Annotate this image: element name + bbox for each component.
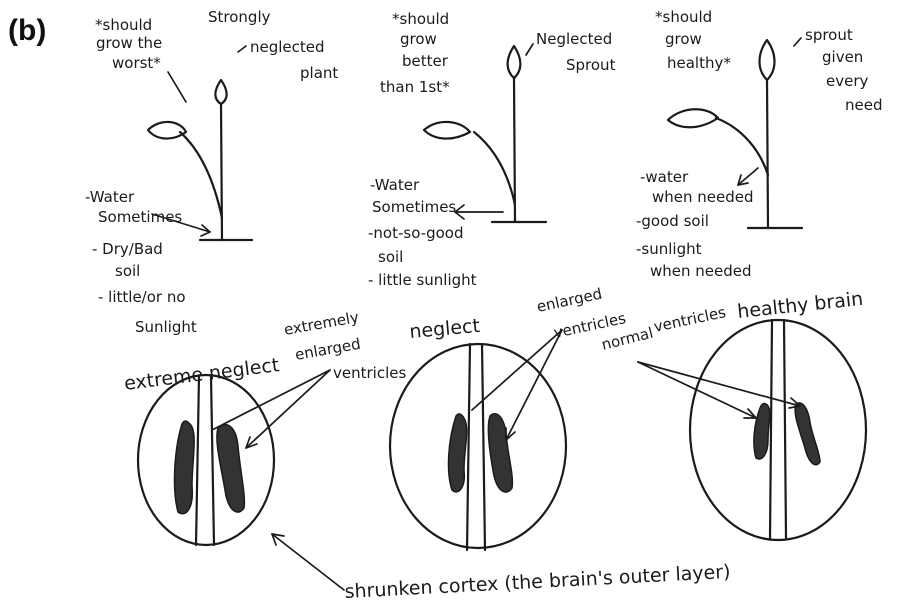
brain-1-annotation-line-2: enlarged [294,335,362,364]
brain-2-title: neglect [409,315,481,343]
plant-1-label-line-1: Strongly [208,8,271,26]
plant-3-note-line-1: *should [655,8,712,26]
brain-3-group: healthy brain normal ventricles [600,288,866,540]
plant-1-care-line-2: Sometimes [98,208,182,226]
plant-3-care-line-4: -sunlight [636,240,702,258]
plant-2-label-line-2: Sprout [566,56,616,74]
plant-1-note-line-2: grow the [96,34,162,52]
plant-2-care-line-3: -not-so-good [368,224,463,242]
plant-3-stem [767,80,768,228]
plant-3-group: *should grow healthy* sprout given every… [636,8,883,280]
brain-1-outline [138,375,274,545]
brain-1-arrow-right [246,370,330,448]
plant-3-note-line-3: healthy* [667,54,731,72]
brain-1-annotation-line-1: extremely [283,308,361,339]
brain-3-fissure [770,320,786,538]
plant-1-care-line-6: Sunlight [135,318,197,336]
plant-3-bud [760,40,775,80]
brain-1-right-ventricle [217,425,244,512]
brain-3-title: healthy brain [736,288,864,323]
plant-3-label-dash [794,38,801,46]
plant-1-care-line-1: -Water [85,188,135,206]
plant-3-leaf [668,109,718,127]
plant-3-label-line-4: need [845,96,883,114]
plant-2-note-line-2: grow [400,30,437,48]
brain-1-left-ventricle [175,421,195,514]
plant-3-label-line-2: given [822,48,863,66]
brain-2-right-ventricle [488,414,512,492]
brain-1-annotation-line-3: ventricles [333,364,406,382]
plant-1-note-slash [168,72,186,102]
plant-3-care-line-5: when needed [650,262,752,280]
brain-2-group: neglect enlarged ventricles [390,285,628,550]
plant-2-label-dash [526,44,533,55]
cortex-annotation-text: shrunken cortex (the brain's outer layer… [344,561,731,603]
plant-2-note-line-3: better [402,52,449,70]
brain-1-fissure [196,376,214,545]
plant-3-care-line-3: -good soil [636,212,709,230]
plant-2-care-line-5: - little sunlight [368,271,477,289]
plant-1-care-line-5: - little/or no [98,288,186,306]
brain-3-arrow-right [638,362,800,406]
plant-2-care-line-4: soil [378,248,403,266]
plant-3-branch [716,118,768,175]
brain-3-annotation-line-2: ventricles [652,303,728,336]
plant-2-care-line-1: -Water [370,176,420,194]
plant-3-label-line-1: sprout [805,26,853,44]
brain-3-outline [690,320,866,540]
brain-3-left-ventricle [754,404,770,459]
plant-2-branch [474,132,515,205]
plant-1-bud [215,80,226,104]
plant-2-note-line-4: than 1st* [380,78,450,96]
plant-1-label-line-2: neglected [250,38,325,56]
brain-2-arrow-left [472,330,562,410]
plant-2-bud [508,46,521,78]
plant-1-note-line-1: *should [95,16,152,34]
brain-3-right-ventricle [795,403,820,465]
plant-3-care-line-1: -water [640,168,689,186]
plant-1-leaf [148,122,186,139]
brain-2-fissure [467,344,485,550]
plant-2-care-line-2: Sometimes [372,198,456,216]
plant-3-label-line-3: every [826,72,869,90]
plant-3-care-line-2: when needed [652,188,754,206]
plant-1-branch [180,132,222,218]
brain-2-annotation-line-1: enlarged [535,285,604,316]
brain-2-arrow-right [506,330,562,440]
plant-3-note-line-2: grow [665,30,702,48]
plant-1-care-line-4: soil [115,262,140,280]
plant-2-group: *should grow better than 1st* Neglected … [368,10,616,289]
panel-label: (b) [8,14,46,47]
plant-1-label-dash [238,46,246,52]
cortex-arrow [272,534,344,590]
plant-2-leaf [424,122,470,139]
plant-1-care-line-3: - Dry/Bad [92,240,163,258]
brain-1-group: extreme neglect extremely enlarged ventr… [123,308,407,545]
plant-1-group: *should grow the worst* Strongly neglect… [85,8,338,336]
plant-1-label-line-3: plant [300,64,338,82]
brain-2-left-ventricle [449,414,467,492]
plant-1-note-line-3: worst* [112,54,161,72]
plant-1-stem [221,104,222,240]
plant-2-label-line-1: Neglected [536,30,612,48]
plant-2-note-line-1: *should [392,10,449,28]
